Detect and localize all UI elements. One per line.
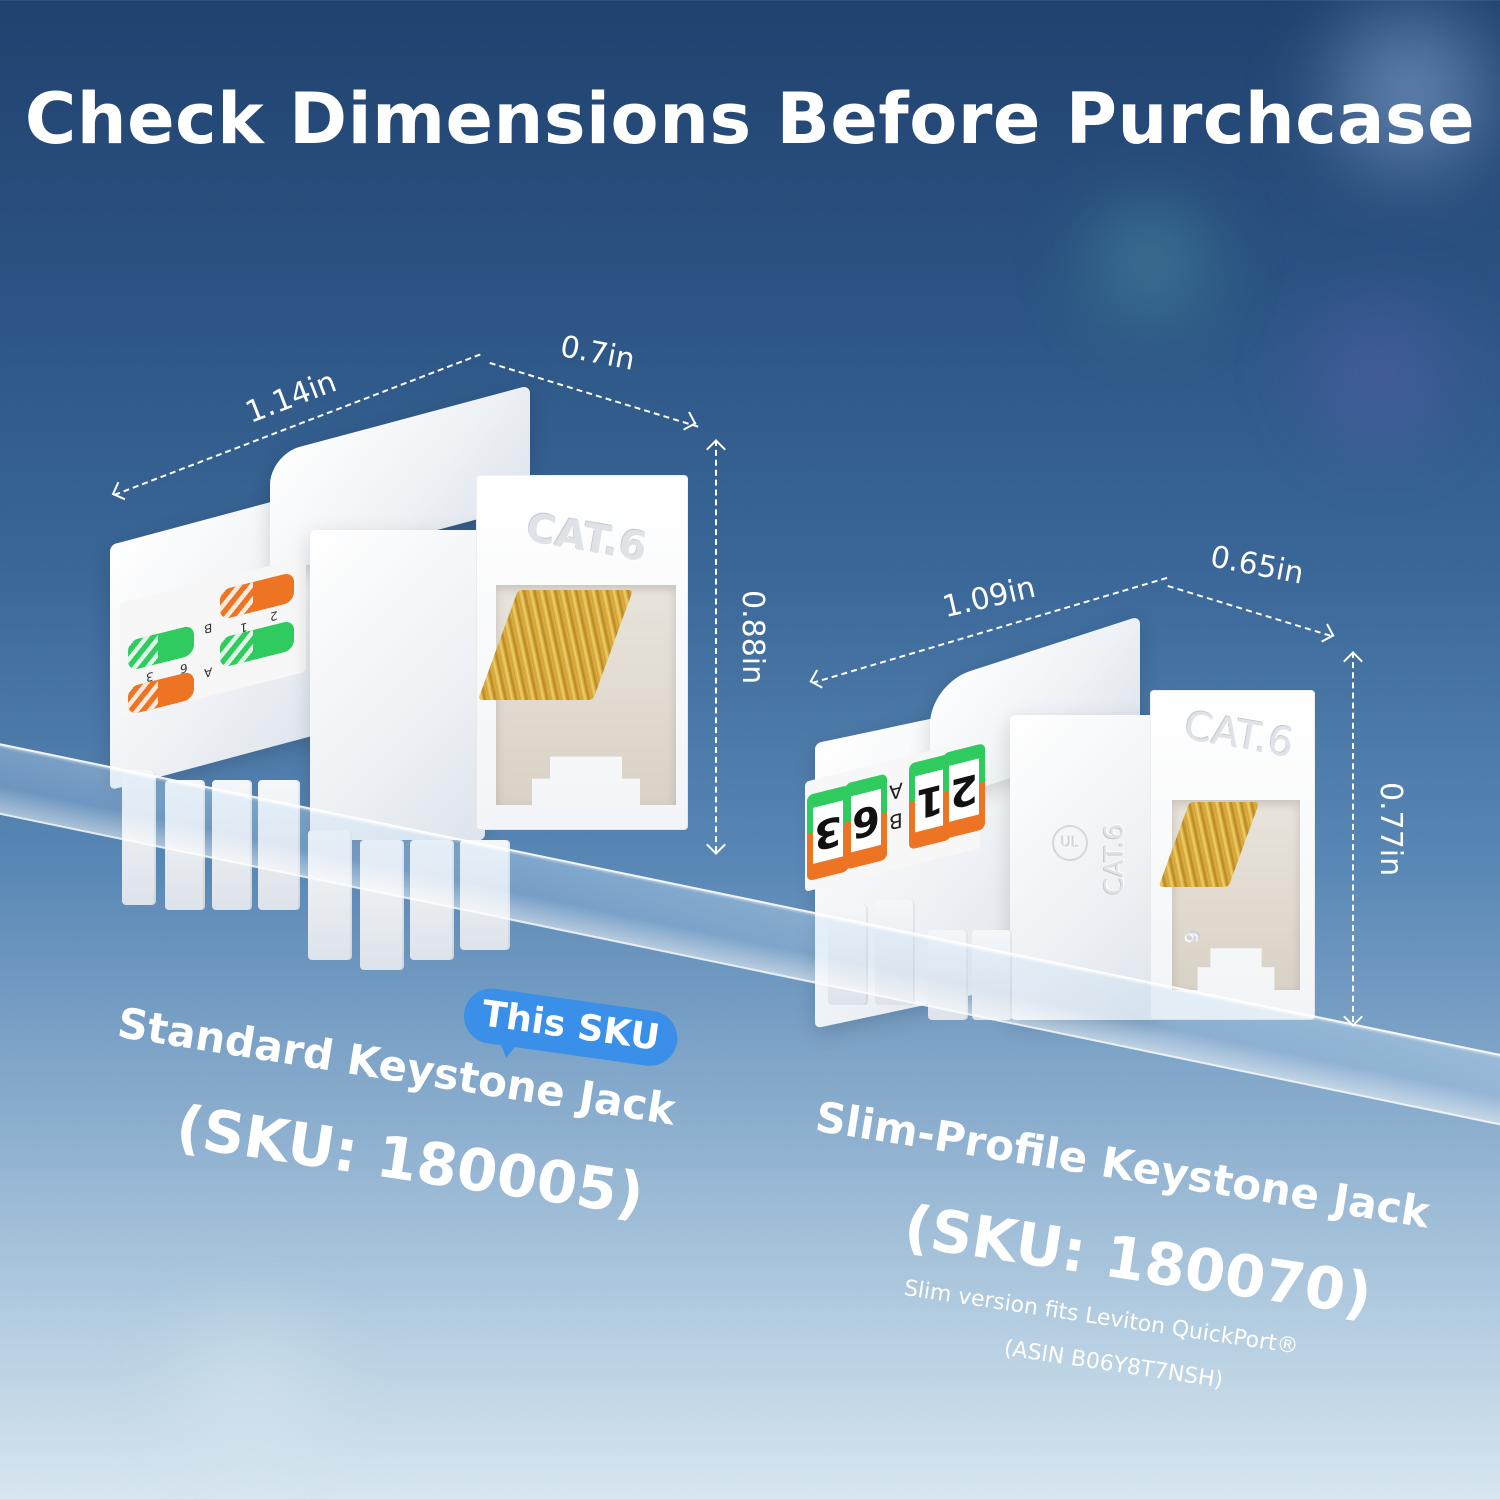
wiring-number: 6 — [180, 660, 188, 677]
dimension-line-height — [715, 440, 717, 852]
cat6-side-embossed-text: CAT.6 — [1100, 823, 1130, 895]
wiring-number: 2 — [270, 607, 278, 624]
dimension-line-width — [1167, 585, 1331, 637]
arrow-right-icon — [677, 411, 697, 431]
wiring-cell: 6 — [845, 773, 887, 870]
light-flare — [1050, 180, 1250, 340]
arrow-right-icon — [1315, 623, 1335, 643]
light-flare — [1280, 260, 1480, 480]
cat6-embossed-text: CAT.6 — [522, 504, 651, 572]
cat6-embossed-text: CAT.6 — [1180, 702, 1298, 768]
arrow-down-icon — [706, 835, 726, 855]
dimension-width-label: 0.7in — [557, 329, 638, 378]
wiring-letter: A — [889, 777, 903, 805]
arrow-up-icon — [1343, 651, 1363, 671]
page-title: Check Dimensions Before Purchcase — [24, 78, 1476, 160]
wiring-letter: B — [204, 620, 213, 637]
wiring-letter: A — [204, 664, 213, 681]
dimension-height-label: 0.77in — [1373, 782, 1408, 877]
dimension-height-label: 0.88in — [735, 590, 770, 685]
arrow-up-icon — [706, 439, 726, 459]
ul-certification-mark: UL — [1052, 825, 1088, 861]
wiring-cell: 2 — [943, 742, 985, 840]
jack-front-face: CAT.6 — [476, 475, 688, 830]
dimension-length-label: 1.14in — [240, 364, 342, 431]
light-flare — [120, 1290, 380, 1490]
wiring-number: 3 — [146, 668, 154, 685]
slim-jack-asin-note: (ASIN B06Y8T7NSH) — [1002, 1336, 1225, 1394]
arrow-left-icon — [111, 481, 131, 501]
wiring-letter: B — [889, 807, 903, 835]
dimension-width-label: 0.65in — [1207, 539, 1307, 592]
wiring-cell: 3 — [807, 784, 849, 882]
arrow-left-icon — [809, 669, 829, 689]
dimension-line-height — [1352, 652, 1354, 1022]
jack-side-wall — [310, 530, 485, 840]
pair-orange-1 — [220, 571, 294, 621]
wiring-number: 1 — [240, 619, 248, 636]
dimension-length-label: 1.09in — [939, 569, 1039, 626]
jack-front-face: CAT.6 6 — [1150, 690, 1315, 1020]
pair-green-2 — [220, 619, 294, 669]
port-number-marking: 6 — [1181, 930, 1203, 943]
